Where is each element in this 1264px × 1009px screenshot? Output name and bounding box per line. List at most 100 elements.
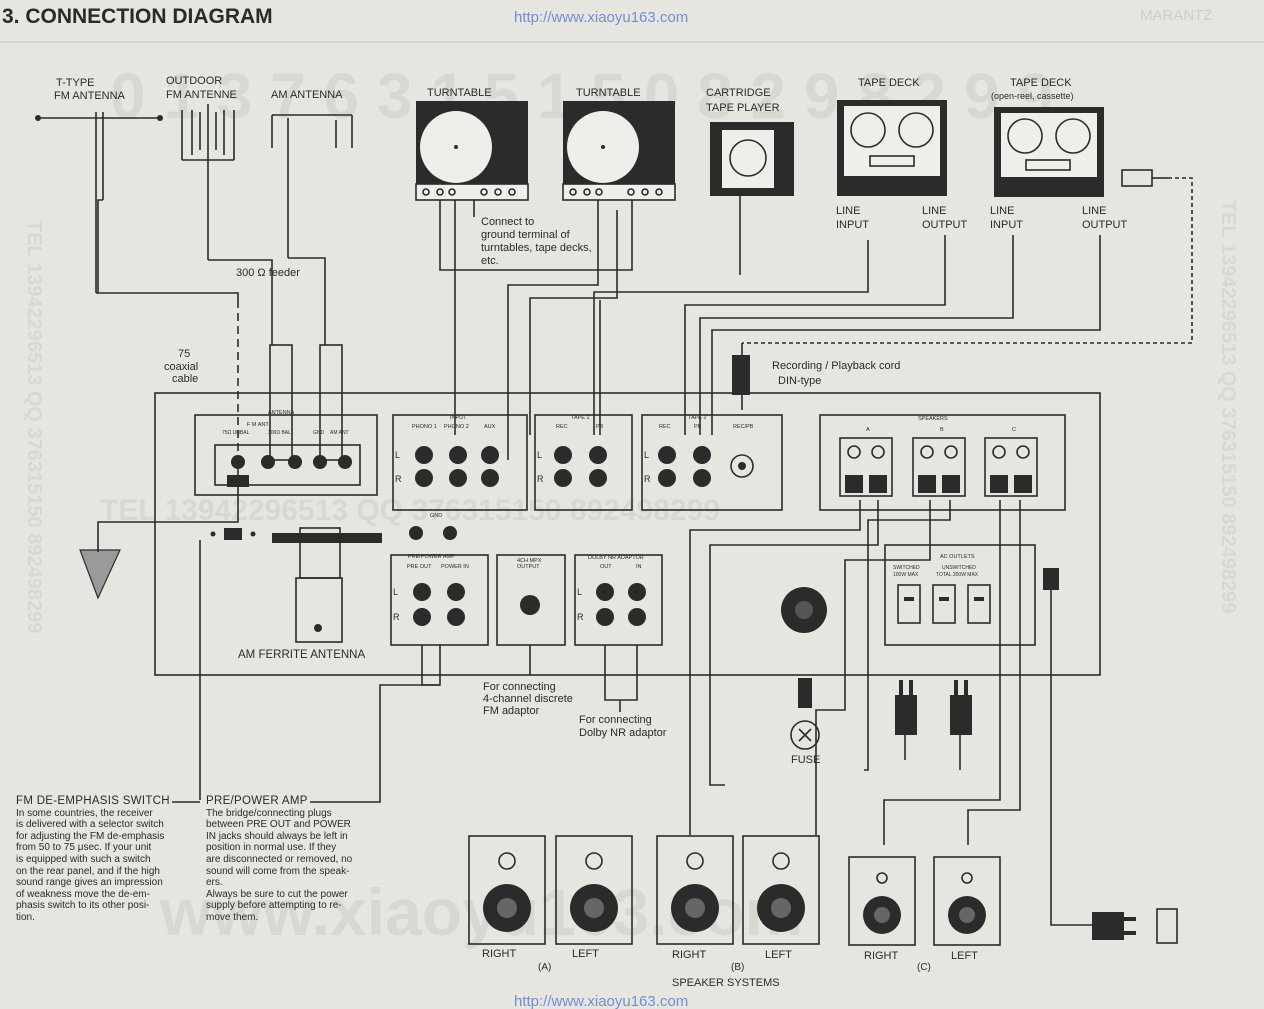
speaker-group-a-label: (A) <box>538 962 551 973</box>
ground-note-2: ground terminal of <box>481 229 571 241</box>
switched-max-label: 100W MAX <box>893 572 919 578</box>
gnd-label: GND <box>313 430 325 436</box>
tape1-pb-label: PB <box>596 424 604 430</box>
turntable-1-label: TURNTABLE <box>427 87 492 99</box>
unswitched-label: UNSWITCHED <box>942 565 976 571</box>
unswitched-max-label: TOTAL 200W MAX <box>936 572 979 578</box>
fm-note-line: is equipped with such a switch <box>16 853 151 865</box>
ac-plug-icons <box>895 680 972 735</box>
ttype-label-2: FM ANTENNA <box>54 90 126 102</box>
tape2-recpb-label: REC/PB <box>733 424 754 430</box>
fm-note-line: for adjusting the FM de-emphasis <box>16 830 165 842</box>
pp-note-line: The bridge/connecting plugs <box>206 807 332 819</box>
speaker-c-right <box>848 856 916 946</box>
tape2-label: TAPE 2 <box>688 415 707 421</box>
tape1-r-label: R <box>537 474 544 484</box>
mpx-label: 4CH MPX <box>517 558 542 564</box>
speaker-b-left-label: LEFT <box>765 949 792 961</box>
tape-deck-2-sublabel: (open-reel, cassette) <box>991 91 1074 101</box>
watermark-vertical-left: TEL 13942296513 QQ 376315150 892498299 <box>23 220 45 633</box>
speaker-terminal-block <box>819 414 1066 511</box>
speaker-a-right-label: RIGHT <box>482 948 517 960</box>
tape1-label: TAPE 1 <box>571 415 590 421</box>
deck1-line-output-1: LINE <box>922 205 946 217</box>
speaker-systems: RIGHT LEFT RIGHT LEFT RIGHT LEFT (A) (B)… <box>468 835 1001 989</box>
ground-note-3: turntables, tape decks, <box>481 242 592 254</box>
din-note-2: DIN-type <box>778 375 821 387</box>
fm-deemphasis-title: FM DE-EMPHASIS SWITCH <box>16 795 170 807</box>
speaker-c-right-label: RIGHT <box>864 950 899 962</box>
source-url-bottom: http://www.xiaoyu163.com <box>514 993 688 1009</box>
speaker-group-c-label: (C) <box>917 962 931 973</box>
fm-note-line: phasis switch to its other posi- <box>16 900 150 912</box>
dolby-in-label: IN <box>636 564 642 570</box>
outdoor-fm-antenna: OUTDOOR FM ANTENNE <box>166 75 237 260</box>
aux-label: AUX <box>484 424 496 430</box>
turntable-2-label: TURNTABLE <box>576 87 641 99</box>
pp-note-line: IN jacks should always be left in <box>206 830 348 842</box>
speaker-a-left <box>555 835 633 945</box>
dolby-out-label: OUT <box>600 564 612 570</box>
am-ferrite-antenna: AM FERRITE ANTENNA <box>238 527 382 661</box>
am-antenna: AM ANTENNA <box>271 89 353 258</box>
dolby-adaptor-note-2: Dolby NR adaptor <box>579 727 667 739</box>
tape1-l-label: L <box>537 450 542 460</box>
dolby-l-label: L <box>577 587 582 597</box>
switched-label: SWITCHED <box>893 565 920 571</box>
watermark-vertical-right: TEL 13942296513 QQ 376315150 892498299 <box>1217 200 1239 613</box>
speaker-systems-label: SPEAKER SYSTEMS <box>672 977 780 989</box>
tape1-rec-label: REC <box>556 424 568 430</box>
dolby-adaptor-note-1: For connecting <box>579 714 652 726</box>
tape2-jack-block <box>641 414 783 511</box>
antenna-wiring <box>96 199 343 461</box>
ferrite-label: AM FERRITE ANTENNA <box>238 649 365 661</box>
din-plug <box>732 169 1193 410</box>
pre-r-label: R <box>393 612 400 622</box>
outdoor-label-1: OUTDOOR <box>166 75 222 87</box>
ac-outlet-block <box>884 544 1036 646</box>
fuse-label: FUSE <box>791 754 820 766</box>
brand-mark: MARANTZ <box>1140 7 1213 24</box>
fm-note-line: In some countries, the receiver <box>16 807 153 819</box>
ground-note-4: etc. <box>481 255 499 267</box>
dolby-r-label: R <box>577 612 584 622</box>
page-title: 3. CONNECTION DIAGRAM <box>2 5 273 28</box>
speaker-a-left-label: LEFT <box>572 948 599 960</box>
mpx-output-label: OUTPUT <box>517 564 540 570</box>
deck1-line-input-1: LINE <box>836 205 860 217</box>
source-wiring <box>439 196 1101 460</box>
speaker-b-right <box>656 835 734 945</box>
speaker-c-left <box>933 856 1001 946</box>
turntable-1: TURNTABLE <box>415 87 529 201</box>
tape2-pb-label: PB <box>694 424 702 430</box>
pre-out-label: PRE OUT <box>407 564 432 570</box>
pre-power-label: PRE/POWER AMP <box>408 554 455 560</box>
fm-deemphasis-note: FM DE-EMPHASIS SWITCH In some countries,… <box>16 795 196 924</box>
speaker-b-label: B <box>940 427 944 433</box>
deemphasis-switch <box>224 528 242 540</box>
deck2-line-input-2: INPUT <box>990 219 1023 231</box>
speaker-a-right <box>468 835 546 945</box>
din-note-1: Recording / Playback cord <box>772 360 900 372</box>
ac-outlets-label: AC OUTLETS <box>940 554 975 560</box>
tape2-l-label: L <box>644 450 649 460</box>
ttype-label-1: T-TYPE <box>56 77 95 89</box>
ground-note-1: Connect to <box>481 216 534 228</box>
fm-note-line: from 50 to 75 μsec. If your unit <box>16 842 152 854</box>
tape-deck-1-label: TAPE DECK <box>858 77 920 89</box>
input-l-label: L <box>395 450 400 460</box>
input-r-label: R <box>395 474 402 484</box>
pre-power-title: PRE/POWER AMP <box>206 795 308 807</box>
dolby-block <box>574 554 663 646</box>
pp-note-line: move them. <box>206 911 259 923</box>
fm-note-line: tion. <box>16 911 35 923</box>
feeder-label: 300 Ω feeder <box>236 267 300 279</box>
fm-adaptor-note-1: For connecting <box>483 681 556 693</box>
fuse-icon: FUSE <box>790 678 820 766</box>
pp-note-line: between PRE OUT and POWER <box>206 819 351 831</box>
ground-rod <box>79 455 239 600</box>
pre-l-label: L <box>393 587 398 597</box>
antenna-block-label: ANTENNA <box>268 410 295 416</box>
speaker-b-right-label: RIGHT <box>672 949 707 961</box>
pre-power-block <box>390 554 489 646</box>
